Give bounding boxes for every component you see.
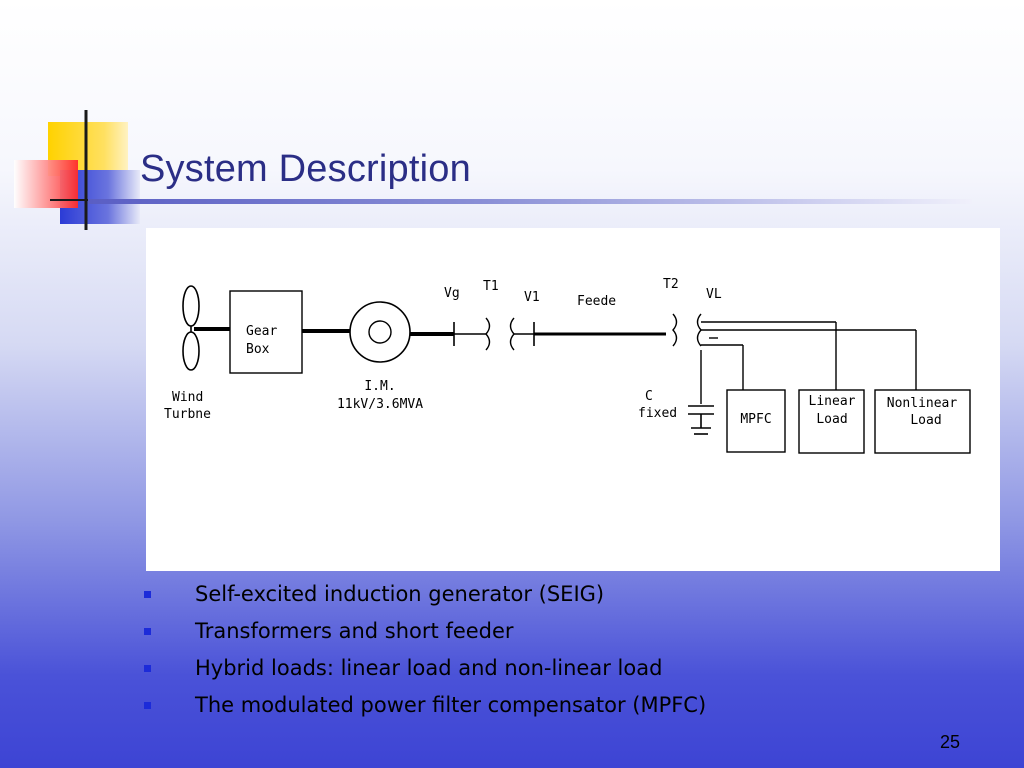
label-t2: T2 bbox=[663, 277, 679, 292]
bullet-item: Transformers and short feeder bbox=[142, 615, 982, 652]
slide-logo bbox=[0, 0, 140, 240]
induction-machine-icon bbox=[349, 301, 411, 363]
linear-load-block bbox=[798, 389, 865, 454]
transformer-t1-icon bbox=[485, 317, 515, 351]
bullet-text: The modulated power filter compensator (… bbox=[195, 693, 707, 717]
bullet-item: Hybrid loads: linear load and non-linear… bbox=[142, 652, 982, 689]
label-wind: Wind bbox=[172, 390, 203, 405]
label-im-rating: 11kV/3.6MVA bbox=[337, 397, 423, 412]
transformer-t2-icon bbox=[672, 313, 702, 347]
label-c: C bbox=[645, 389, 653, 404]
square-bullet-icon bbox=[144, 591, 151, 598]
system-diagram: Wind Turbne Gear Box I.M. 11kV/3.6MVA Vg… bbox=[146, 228, 1000, 571]
bullet-text: Transformers and short feeder bbox=[195, 619, 514, 643]
load-bus bbox=[700, 321, 917, 404]
bullet-item: Self-excited induction generator (SEIG) bbox=[142, 578, 982, 615]
nonlinear-load-block bbox=[874, 389, 971, 454]
label-gear: Gear bbox=[246, 324, 277, 339]
label-t1: T1 bbox=[483, 279, 499, 294]
bullet-list: Self-excited induction generator (SEIG) … bbox=[142, 578, 982, 726]
label-linear-1: Linear bbox=[809, 394, 856, 409]
bullet-item: The modulated power filter compensator (… bbox=[142, 689, 982, 726]
label-nonlinear-2: Load bbox=[910, 413, 941, 428]
bullet-text: Self-excited induction generator (SEIG) bbox=[195, 582, 605, 606]
label-nonlinear-1: Nonlinear bbox=[887, 396, 958, 411]
square-bullet-icon bbox=[144, 702, 151, 709]
label-linear-2: Load bbox=[816, 412, 847, 427]
label-vl: VL bbox=[706, 287, 722, 302]
label-im: I.M. bbox=[364, 379, 395, 394]
label-box: Box bbox=[246, 342, 270, 357]
bullet-text: Hybrid loads: linear load and non-linear… bbox=[195, 656, 663, 680]
title-divider bbox=[88, 199, 972, 204]
square-bullet-icon bbox=[144, 665, 151, 672]
mpfc-block bbox=[726, 389, 786, 453]
label-mpfc: MPFC bbox=[740, 412, 771, 427]
label-vg: Vg bbox=[444, 286, 460, 301]
label-turbine: Turbne bbox=[164, 407, 211, 422]
wind-turbine-icon bbox=[182, 285, 200, 371]
label-v1: V1 bbox=[524, 290, 540, 305]
label-fixed: fixed bbox=[638, 406, 677, 421]
square-bullet-icon bbox=[144, 628, 151, 635]
capacitor-icon bbox=[688, 405, 714, 435]
page-number: 25 bbox=[940, 732, 961, 752]
label-feeder: Feede bbox=[577, 294, 616, 309]
slide-title: System Description bbox=[140, 148, 471, 190]
